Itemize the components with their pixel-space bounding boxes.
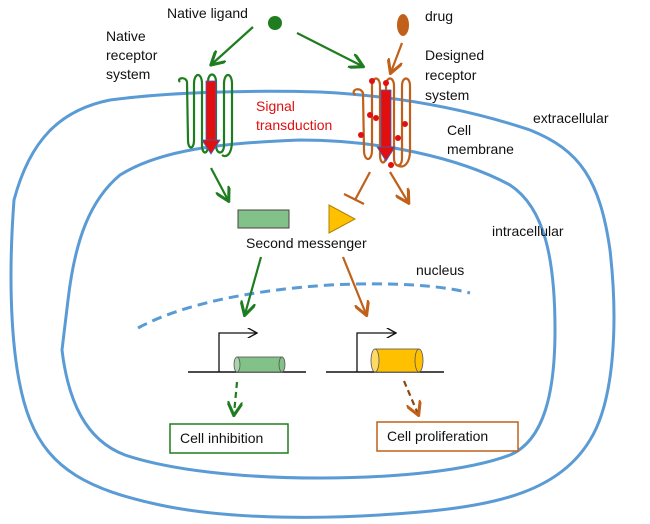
designed-receptor-mutation-dots — [358, 78, 408, 168]
designed-inhibit-bar — [343, 193, 365, 205]
signal-transduction-label: Signal transduction — [256, 98, 332, 133]
cell-membrane-outer — [9, 89, 616, 519]
designed-receptor-label: Designed receptor system — [425, 47, 488, 103]
gene-designed-to-proliferation-arrow — [402, 380, 418, 414]
cell-inhibition-label: Cell inhibition — [180, 430, 263, 446]
native-to-messenger-arrow — [210, 167, 228, 200]
cell-proliferation-label: Cell proliferation — [387, 428, 488, 444]
drug-to-designed-arrow — [391, 42, 404, 72]
nucleus-label: nucleus — [416, 262, 464, 278]
messenger-to-native-gene-arrow — [245, 256, 263, 314]
extracellular-label: extracellular — [533, 110, 609, 126]
second-messenger-label: Second messenger — [246, 235, 367, 251]
designed-inhibit-line — [354, 171, 371, 201]
ligand-to-designed-arrow — [296, 32, 362, 66]
cell-membrane-inner — [60, 138, 557, 480]
ligand-to-native-arrow — [212, 26, 254, 64]
native-receptor-label: Native receptor system — [106, 28, 161, 82]
native-ligand-icon — [268, 16, 282, 30]
intracellular-label: intracellular — [492, 223, 564, 239]
promoter-arrow-native-icon — [218, 333, 257, 372]
second-messenger-designed-icon — [328, 204, 357, 234]
gene-designed-icon — [370, 348, 424, 373]
native-ligand-label: Native ligand — [167, 5, 248, 21]
gene-native-icon — [233, 356, 286, 373]
cell-inhibition-box — [169, 423, 289, 454]
second-messenger-native-icon — [237, 209, 290, 229]
drug-label: drug — [425, 8, 453, 24]
messenger-to-designed-gene-arrow — [341, 256, 366, 314]
designed-signal-arrowhead — [376, 146, 396, 162]
cell-proliferation-box — [376, 421, 519, 452]
designed-to-downstream-arrow — [389, 171, 408, 202]
native-signal-bar — [205, 80, 217, 142]
drug-icon — [397, 14, 409, 36]
promoter-arrow-designed-icon — [356, 333, 396, 372]
cell-membrane-label: Cell membrane — [447, 122, 514, 157]
gene-native-to-inhibition-arrow — [234, 381, 237, 414]
nucleus-envelope — [137, 282, 471, 330]
designed-signal-bar — [380, 89, 392, 149]
native-signal-arrowhead — [201, 139, 221, 155]
